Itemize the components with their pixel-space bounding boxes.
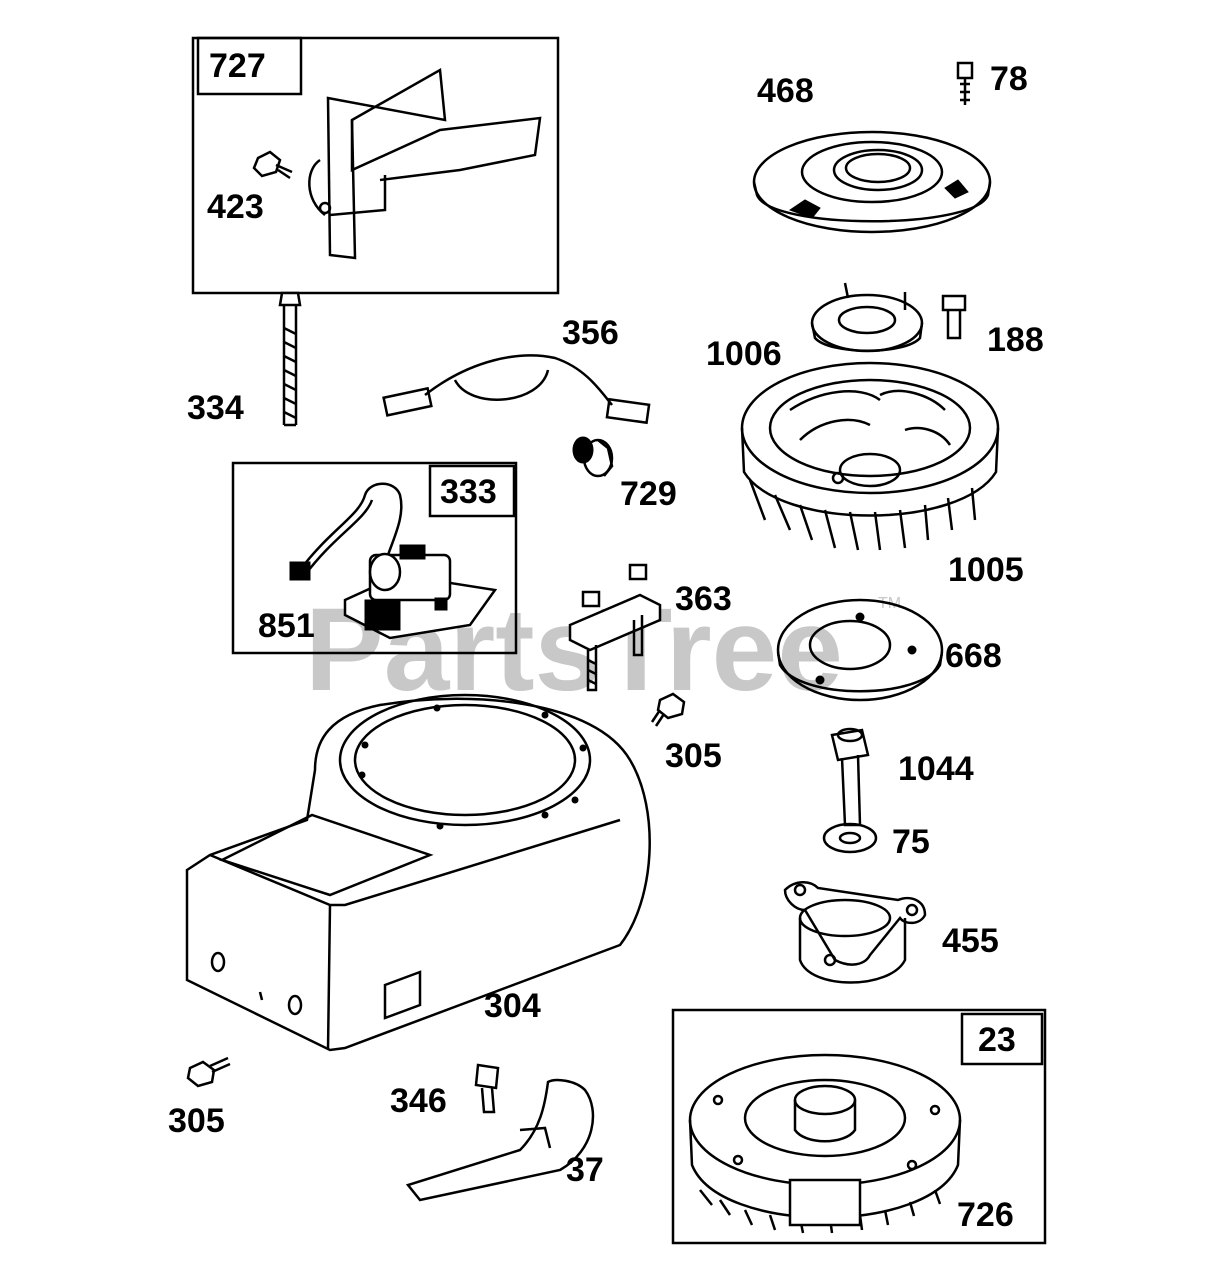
part-label-1005: 1005 <box>948 551 1024 589</box>
rewind-cover-468 <box>752 130 992 234</box>
part-label-1006: 1006 <box>706 335 782 373</box>
screw-305-upper <box>650 692 686 727</box>
part-label-334: 334 <box>187 389 244 427</box>
part-label-305-lower: 305 <box>168 1102 225 1140</box>
ignition-armature-333 <box>289 482 498 640</box>
screw-78 <box>956 61 974 105</box>
starter-cup-455 <box>783 881 927 984</box>
part-label-423: 423 <box>207 188 264 226</box>
screw-305-lower <box>186 1056 231 1088</box>
box-333-number: 333 <box>440 473 497 511</box>
starter-cup-1006 <box>810 282 924 353</box>
stud-1044 <box>830 727 870 827</box>
air-vane-37 <box>405 1078 595 1202</box>
grommet-729 <box>572 436 614 478</box>
part-label-729: 729 <box>620 475 677 513</box>
part-label-1044: 1044 <box>898 750 974 788</box>
part-label-668: 668 <box>945 637 1002 675</box>
bolt-188 <box>941 294 967 340</box>
flywheel-fan-1005 <box>740 361 1000 551</box>
bolt-334 <box>278 291 302 427</box>
flywheel-23 <box>688 1053 962 1234</box>
part-label-851: 851 <box>258 607 315 645</box>
screw-423 <box>252 150 293 180</box>
part-label-346: 346 <box>390 1082 447 1120</box>
part-label-356: 356 <box>562 314 619 352</box>
bracket-363 <box>568 563 662 692</box>
part-label-75: 75 <box>892 823 930 861</box>
part-label-455: 455 <box>942 922 999 960</box>
box-23-number: 23 <box>978 1021 1016 1059</box>
part-label-305-upper: 305 <box>665 737 722 775</box>
screen-disk-668 <box>776 598 944 702</box>
box-727: 727 423 <box>191 36 560 295</box>
washer-75 <box>822 822 878 854</box>
part-label-78: 78 <box>990 60 1028 98</box>
ground-wire-356 <box>382 354 651 425</box>
box-333: 333 851 <box>231 461 518 655</box>
part-label-468: 468 <box>757 72 814 110</box>
bolt-346 <box>474 1063 500 1114</box>
part-label-188: 188 <box>987 321 1044 359</box>
box-23: 23 726 <box>671 1008 1047 1245</box>
part-label-304: 304 <box>484 987 541 1025</box>
air-guide-part-727 <box>308 67 542 260</box>
part-label-37: 37 <box>566 1151 604 1189</box>
part-label-726: 726 <box>957 1196 1014 1234</box>
box-727-number: 727 <box>209 47 266 85</box>
part-label-363: 363 <box>675 580 732 618</box>
blower-housing-304 <box>185 693 651 1052</box>
